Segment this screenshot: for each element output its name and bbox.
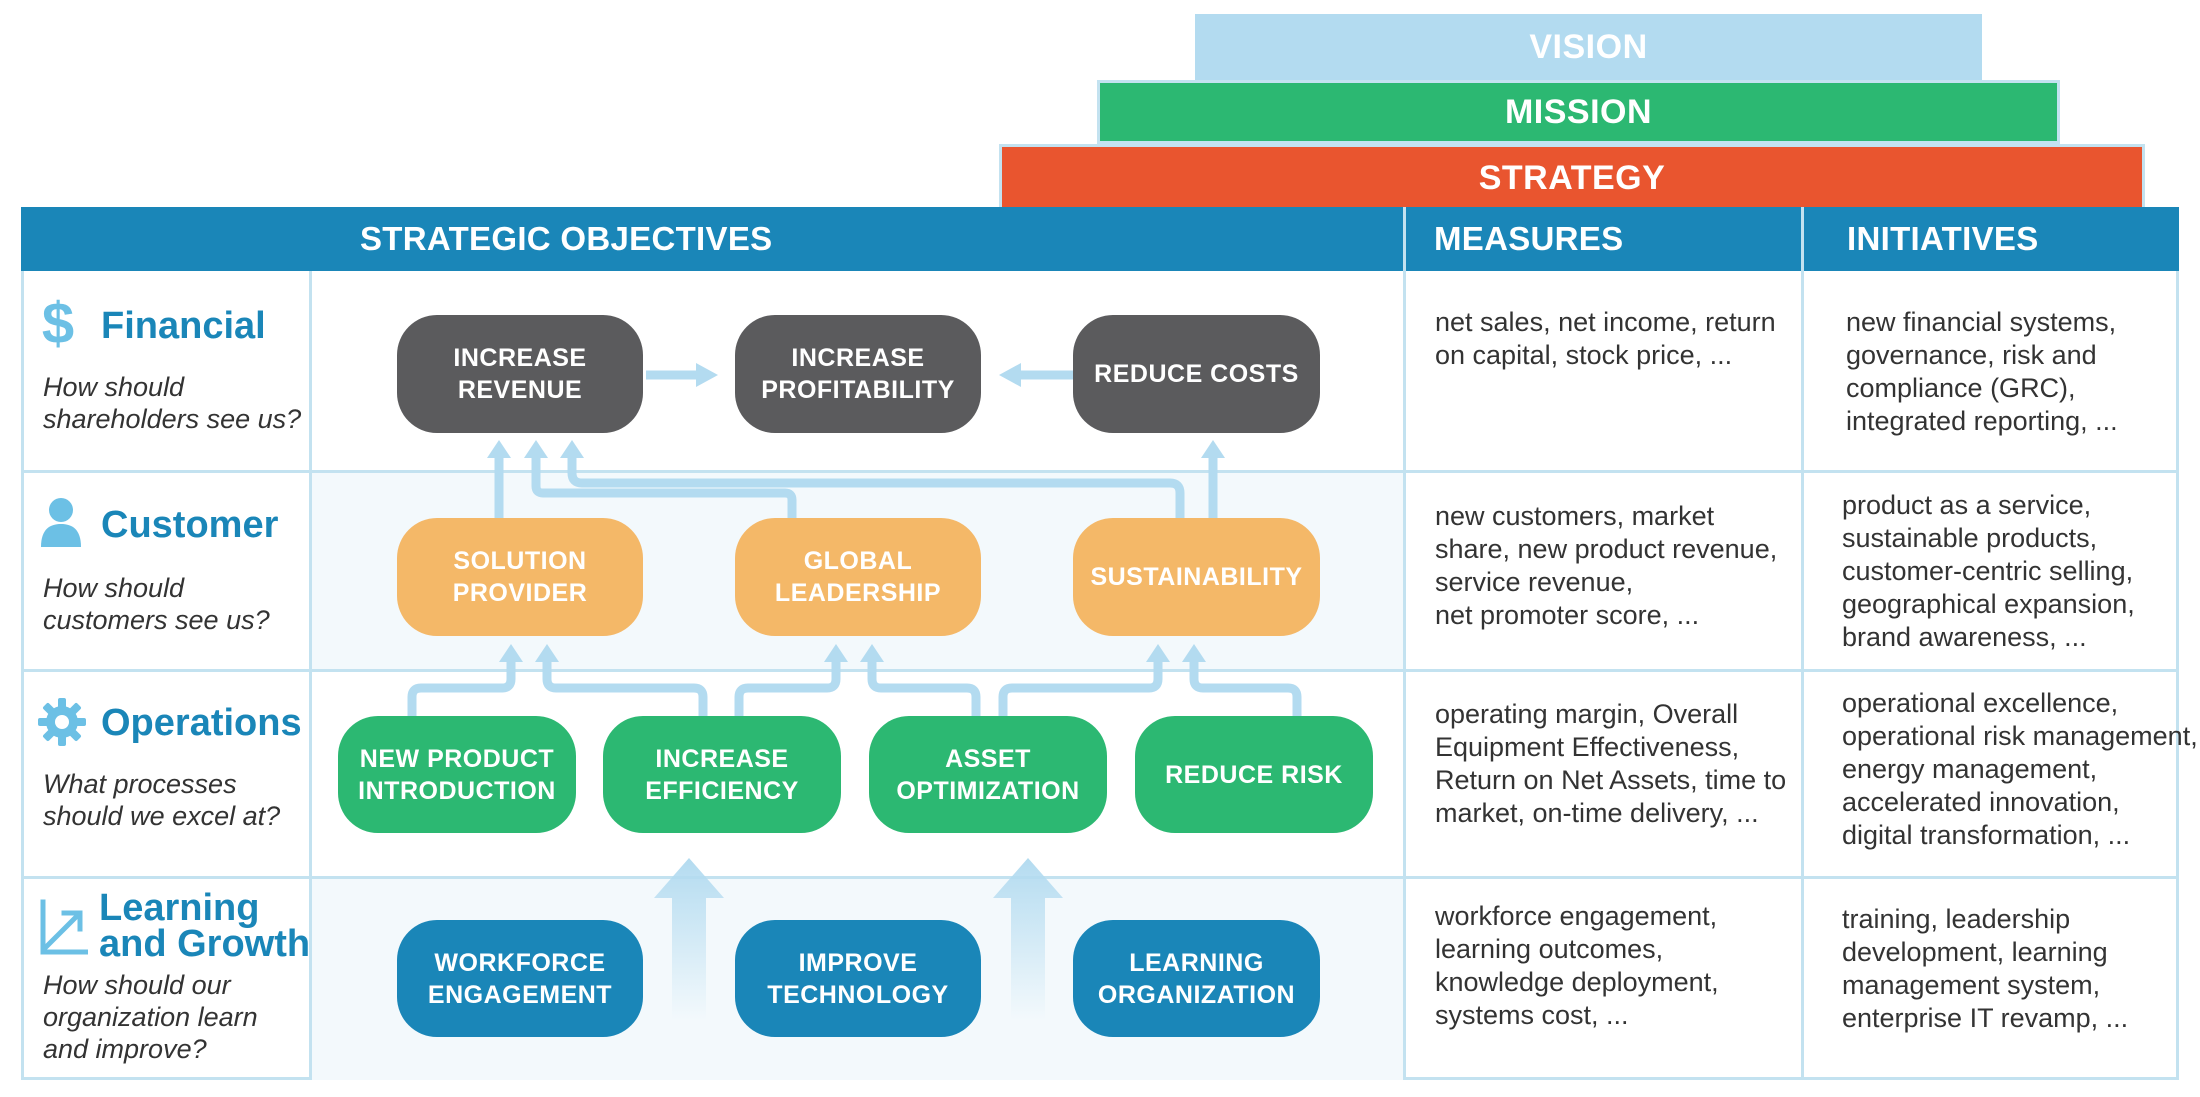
arrow-learning-to-efficiency: [654, 858, 724, 1020]
person-icon: [41, 498, 81, 547]
row-line-3: [21, 876, 2179, 879]
svg-text:$: $: [42, 293, 74, 351]
perspective-question-financial: How should shareholders see us?: [43, 372, 302, 434]
header-objectives: STRATEGIC OBJECTIVES: [360, 220, 773, 257]
arrow-sustain-to-revenue: [567, 450, 1185, 518]
perspective-question-operations: What processes should we excel at?: [43, 769, 281, 831]
growth-arrow-icon: [40, 899, 88, 955]
gear-icon: [38, 698, 86, 746]
perspective-title-learning: Learning and Growth: [99, 887, 311, 965]
initiatives-financial: new financial systems,governance, risk a…: [1846, 307, 2118, 436]
initiatives-operations: operational excellence,operational risk …: [1842, 688, 2198, 850]
arrow-learning-to-asset: [993, 858, 1063, 1020]
vision-label: VISION: [1529, 27, 1648, 66]
strategy-bar: STRATEGY: [999, 144, 2145, 209]
objective-sustainability[interactable]: SUSTAINABILITY: [1073, 518, 1320, 636]
perspective-title-customer: Customer: [101, 504, 279, 546]
strategy-label: STRATEGY: [1478, 158, 1666, 197]
header-band: [21, 207, 2179, 271]
col-line-initiatives: [1801, 271, 1804, 1080]
perspective-question-customer: How should customers see us?: [43, 573, 270, 635]
vision-bar: VISION: [1195, 14, 1982, 80]
arrow-efficiency-to-global: [734, 660, 841, 716]
col-line-measures: [1403, 271, 1406, 1080]
arrow-newprod-to-solution: [407, 660, 516, 716]
arrow-asset-to-sustain: [998, 660, 1163, 716]
mission-label: MISSION: [1504, 92, 1653, 131]
col-line-perspective: [309, 271, 312, 1080]
perspective-title-operations: Operations: [101, 702, 302, 744]
header-divider-2: [1801, 207, 1804, 271]
arrow-efficiency-to-solution: [542, 660, 708, 716]
row-line-2: [21, 669, 2179, 672]
arrow-asset-to-global: [867, 660, 981, 716]
objective-reduce-costs[interactable]: REDUCE COSTS: [1073, 315, 1320, 433]
arrow-risk-to-sustain: [1189, 660, 1302, 716]
row-line-1: [21, 470, 2179, 473]
perspective-title-financial: Financial: [101, 305, 266, 347]
header-measures: MEASURES: [1434, 220, 1624, 257]
mission-bar: MISSION: [1097, 80, 2060, 144]
perspective-question-learning: How should our organization learn and im…: [43, 970, 258, 1064]
initiatives-customer: product as a service,sustainable product…: [1842, 490, 2135, 652]
header-initiatives: INITIATIVES: [1847, 220, 2039, 257]
arrow-global-to-revenue: [531, 450, 797, 518]
measures-learning: workforce engagement,learning outcomes, …: [1435, 901, 1719, 1030]
dollar-icon: $: [42, 293, 74, 351]
objective-reduce-risk[interactable]: REDUCE RISK: [1135, 716, 1373, 833]
header-divider-1: [1403, 207, 1406, 271]
